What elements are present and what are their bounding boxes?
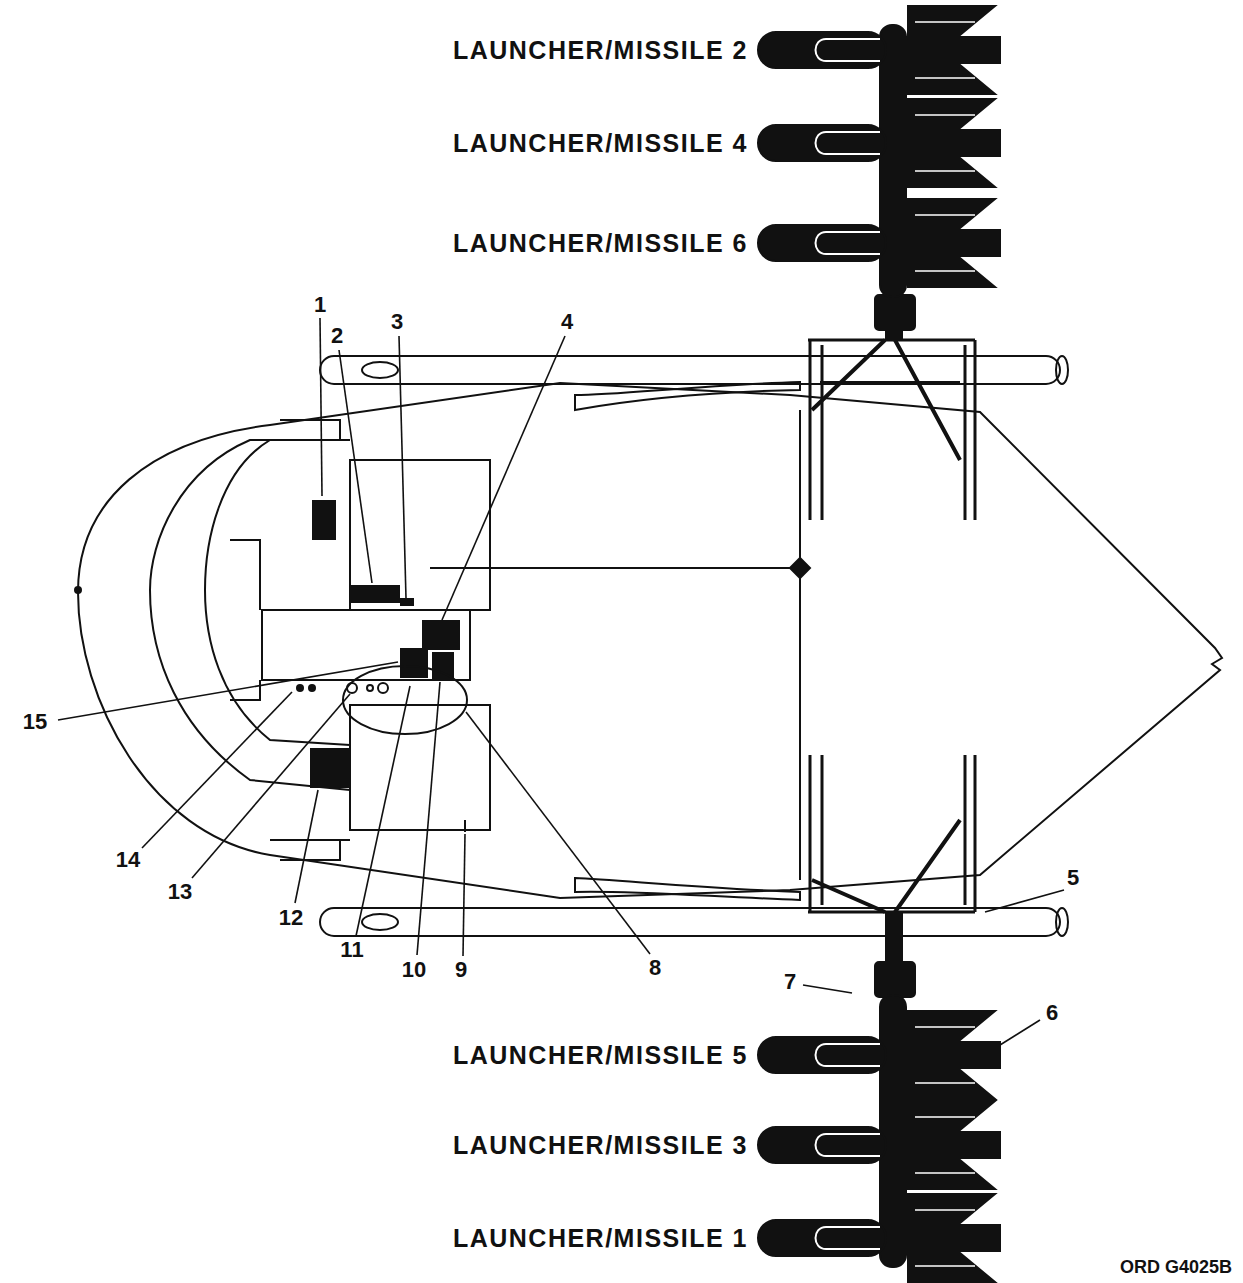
part-label: LAUNCHER/MISSILE 6 xyxy=(453,231,748,256)
callout-number: 15 xyxy=(23,711,47,733)
drawing-number: ORD G4025B xyxy=(1120,1258,1232,1276)
part-label: LAUNCHER/MISSILE 2 xyxy=(453,38,748,63)
missile-symbol xyxy=(758,199,1000,287)
fuselage-outline xyxy=(78,383,1222,898)
missile-symbol xyxy=(758,1194,1000,1282)
canopy-outline xyxy=(150,440,350,790)
skid xyxy=(320,356,1060,384)
missile-symbol xyxy=(758,1101,1000,1189)
launcher-rail xyxy=(880,25,906,297)
part-label: LAUNCHER/MISSILE 3 xyxy=(453,1133,748,1158)
callout-number: 8 xyxy=(649,957,661,979)
missile-symbol xyxy=(758,6,1000,94)
part-label: LAUNCHER/MISSILE 1 xyxy=(453,1226,748,1251)
launcher-rail xyxy=(880,995,906,1267)
callout-number: 5 xyxy=(1067,867,1079,889)
callout-number: 11 xyxy=(340,939,363,961)
callout-number: 2 xyxy=(331,325,343,347)
missile-symbol xyxy=(758,99,1000,187)
part-label: LAUNCHER/MISSILE 5 xyxy=(453,1043,748,1068)
missile-group xyxy=(758,6,1000,1282)
missile-symbol xyxy=(758,1011,1000,1099)
callout-number: 12 xyxy=(279,907,303,929)
callout-number: 7 xyxy=(784,971,796,993)
callout-number: 9 xyxy=(455,959,467,981)
callout-number: 4 xyxy=(561,311,573,333)
callout-number: 1 xyxy=(314,294,326,316)
callout-number: 6 xyxy=(1046,1002,1058,1024)
callout-number: 14 xyxy=(116,849,140,871)
part-label: LAUNCHER/MISSILE 4 xyxy=(453,131,748,156)
callout-number: 10 xyxy=(402,959,426,981)
callout-number: 3 xyxy=(391,311,403,333)
callout-number: 13 xyxy=(168,881,192,903)
